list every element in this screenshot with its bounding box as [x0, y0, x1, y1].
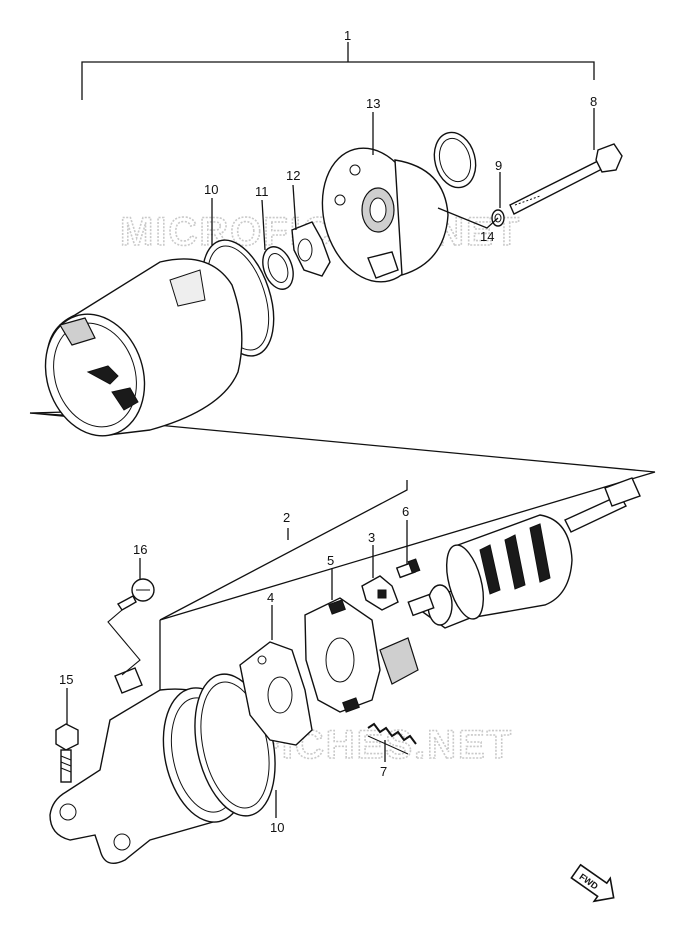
callout-15: 15 — [59, 672, 73, 687]
callout-11: 11 — [255, 184, 269, 199]
callout-labels: 1 8 13 9 12 10 11 14 6 2 3 16 5 4 15 7 1… — [59, 28, 597, 835]
leader-part-16-connector — [107, 609, 141, 676]
end-cover-part-13 — [321, 147, 449, 283]
o-ring-part-14 — [433, 131, 477, 189]
callout-7: 7 — [380, 764, 387, 779]
bracket-part-1 — [81, 42, 595, 100]
callout-3: 3 — [368, 530, 375, 545]
callout-13: 13 — [366, 96, 380, 111]
bolt-part-15 — [55, 723, 79, 783]
callout-5: 5 — [327, 553, 334, 568]
leader-lines — [66, 108, 595, 818]
brush-holder-part-5 — [304, 597, 419, 713]
callout-4: 4 — [267, 590, 274, 605]
callout-16: 16 — [133, 542, 147, 557]
screw-part-6 — [395, 558, 421, 579]
callout-9: 9 — [495, 158, 502, 173]
spring-part-7 — [367, 722, 417, 755]
callout-8: 8 — [590, 94, 597, 109]
screw-part-16 — [116, 578, 155, 611]
callout-2: 2 — [283, 510, 290, 525]
plate-part-12 — [291, 221, 331, 277]
fwd-arrow-icon: FWD — [570, 863, 615, 903]
washer-part-11 — [262, 246, 294, 290]
callout-10-top: 10 — [204, 182, 218, 197]
callout-6: 6 — [402, 504, 409, 519]
callout-12: 12 — [286, 168, 300, 183]
bolt-part-8 — [509, 143, 623, 215]
callout-1: 1 — [344, 28, 351, 43]
brush-part-3 — [361, 575, 399, 611]
callout-10-bottom: 10 — [270, 820, 284, 835]
callout-14: 14 — [480, 229, 494, 244]
yoke-housing — [44, 258, 243, 437]
armature — [407, 477, 641, 629]
brush-plate-part-4 — [239, 641, 313, 746]
